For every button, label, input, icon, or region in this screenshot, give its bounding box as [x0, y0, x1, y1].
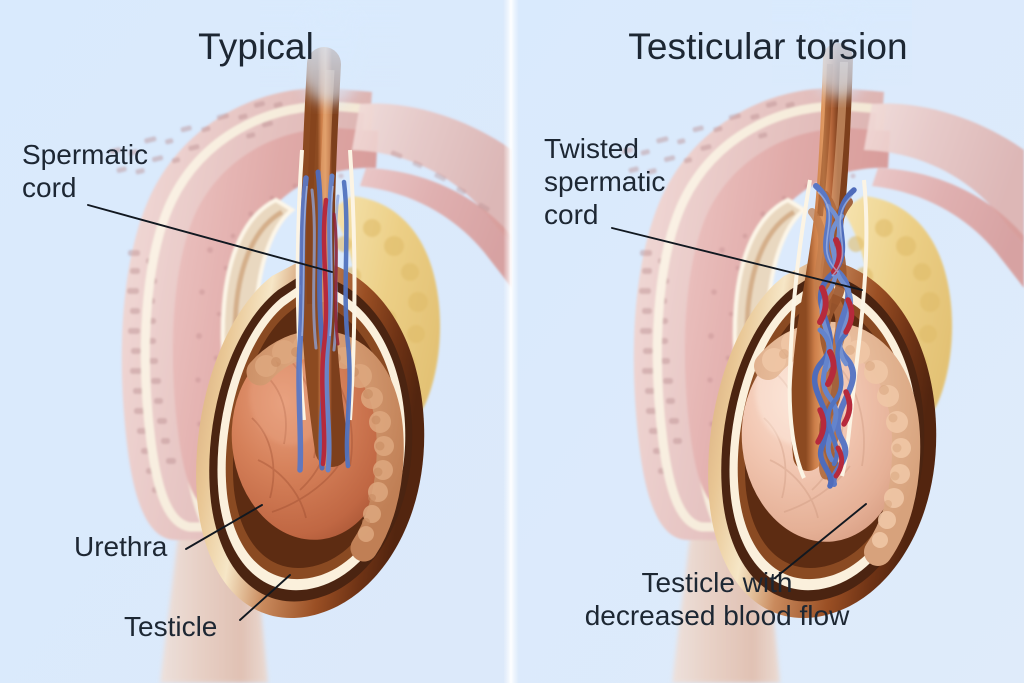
label-urethra: Urethra [74, 531, 168, 562]
panel-title-typical: Typical [198, 26, 314, 67]
label-testicle-decreased-blood-flow: Testicle with decreased blood flow [584, 567, 850, 631]
panel-typical: Typical Spermatic cord Urethra Testicle [0, 0, 512, 683]
label-spermatic-cord: Spermatic cord [22, 139, 149, 203]
anatomy-illustration-torsion [512, 0, 1024, 683]
anatomy-illustration-typical [0, 0, 512, 683]
label-testicle: Testicle [124, 611, 218, 642]
panel-testicular-torsion: Testicular torsion Twisted spermatic cor… [512, 0, 1024, 683]
panel-title-testicular-torsion: Testicular torsion [628, 26, 908, 67]
label-twisted-spermatic-cord: Twisted spermatic cord [544, 133, 666, 230]
